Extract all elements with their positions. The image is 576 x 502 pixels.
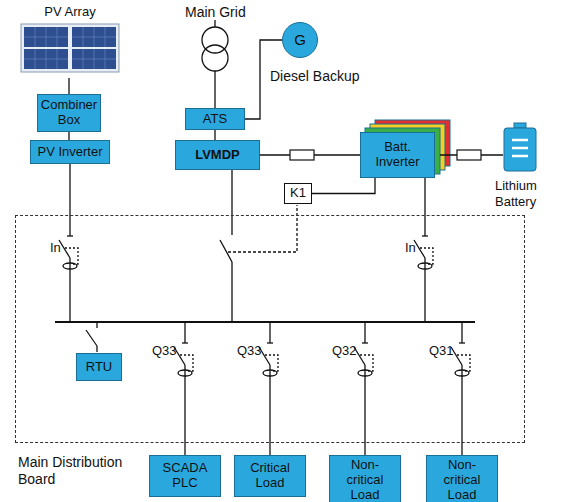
breaker-label: Q33 xyxy=(152,343,177,358)
process-box: RTU xyxy=(76,353,122,381)
node-text: ATS xyxy=(203,112,227,127)
node-text: SCADA PLC xyxy=(154,461,216,491)
node-text: G xyxy=(294,31,306,48)
fuse-symbol xyxy=(290,150,314,160)
breaker-label: In xyxy=(50,240,61,255)
relay-box: K1 xyxy=(284,183,312,204)
inverter-box: Batt. Inverter xyxy=(360,132,435,178)
pv-array: PV Array xyxy=(15,4,125,78)
node-text: LVMDP xyxy=(195,148,240,163)
wire-connector xyxy=(68,132,69,140)
process-box: ATS xyxy=(185,108,245,130)
wires xyxy=(55,164,475,455)
node-text: Critical Load xyxy=(239,461,301,491)
generator-label: Diesel Backup xyxy=(270,68,360,84)
process-box: Combiner Box xyxy=(37,94,101,132)
node-text: Non-critical Load xyxy=(334,458,396,502)
solar-panel-illustration xyxy=(20,23,120,73)
wire-connector xyxy=(312,178,375,194)
board-region: Main Distribution BoardRTU xyxy=(15,215,525,443)
breaker-label: Q33 xyxy=(237,343,262,358)
battery-icon: Lithium Battery xyxy=(495,122,561,209)
load-box: Critical Load xyxy=(234,455,306,497)
load-box: SCADA PLC xyxy=(149,455,221,497)
transformer-symbol xyxy=(202,20,228,108)
node-text: Main Distribution Board xyxy=(18,454,136,488)
node-text: PV Inverter xyxy=(37,145,102,160)
node-text: PV Array xyxy=(15,4,125,19)
node-text: Lithium Battery xyxy=(495,178,561,209)
breaker-label: Q32 xyxy=(332,343,357,358)
node-text: Batt. Inverter xyxy=(365,140,430,170)
breaker-label: Q31 xyxy=(429,343,454,358)
process-box: PV Inverter xyxy=(30,140,110,164)
wire-connector xyxy=(214,130,215,140)
battery-illustration xyxy=(500,122,540,172)
load-box: Non-critical Load xyxy=(329,455,401,502)
process-box: LVMDP xyxy=(175,140,260,170)
generator-circle: G xyxy=(282,22,318,58)
grid-label: Main Grid xyxy=(185,4,246,20)
load-box: Non-critical Load xyxy=(426,455,498,502)
node-text: K1 xyxy=(290,186,306,201)
node-text: Combiner Box xyxy=(41,98,97,128)
node-text: RTU xyxy=(86,360,112,375)
wire-connector xyxy=(68,78,69,94)
fuse-symbol xyxy=(457,150,481,160)
breaker-label: In xyxy=(405,240,416,255)
node-text: Non-critical Load xyxy=(431,458,493,502)
